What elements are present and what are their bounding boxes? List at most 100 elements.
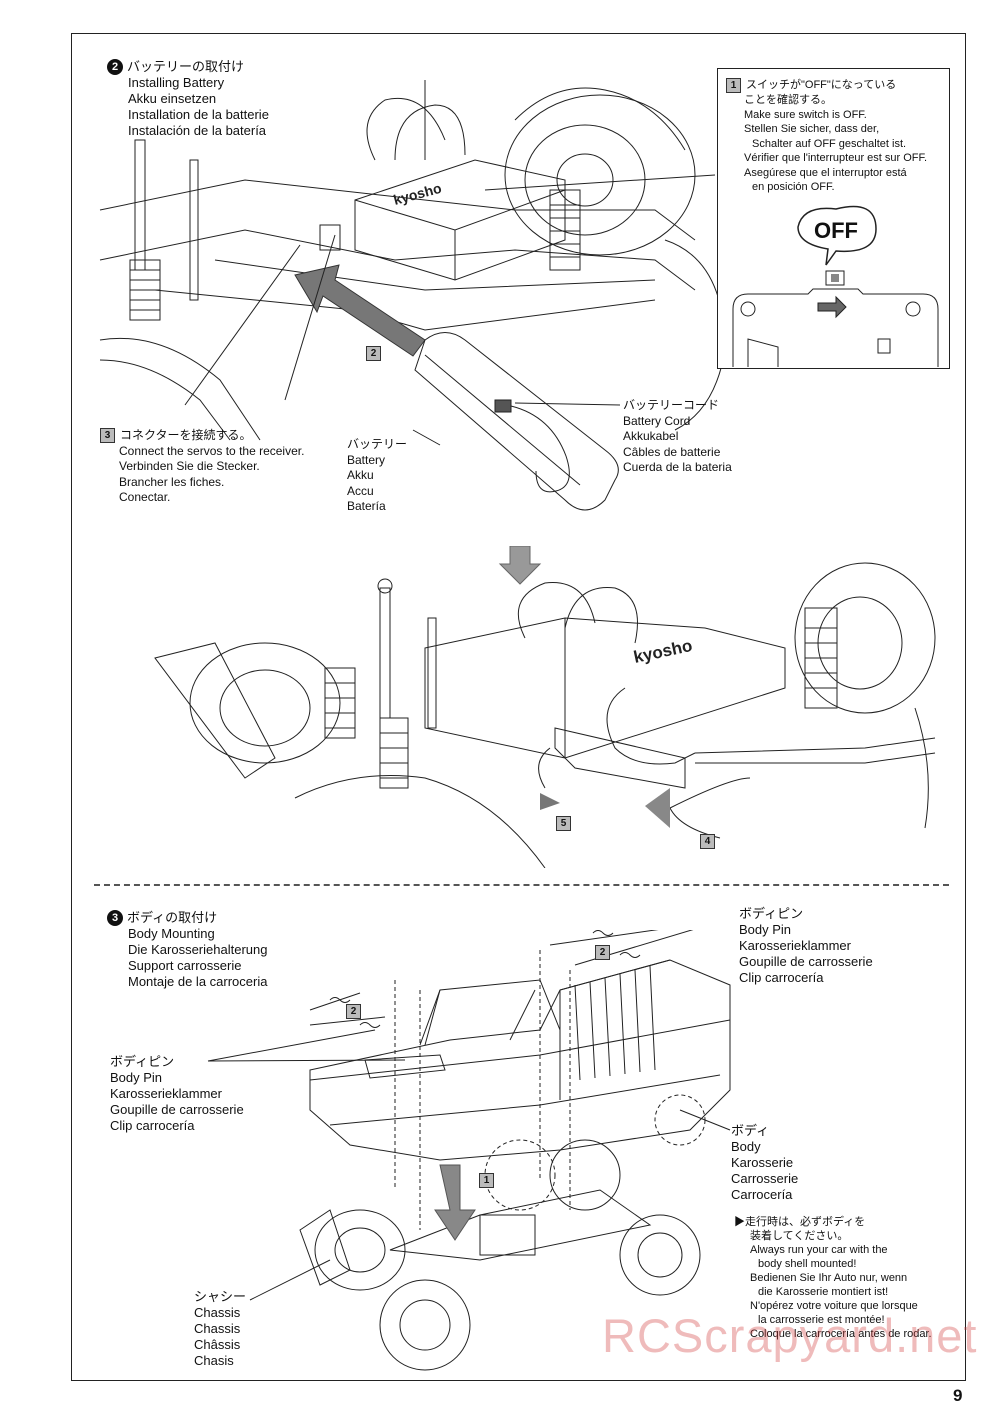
inset1-line-es2: en posición OFF. [752,181,835,193]
body-pin-right-ja: ボディピン [739,906,804,921]
body-pin-left-de: Karosserieklammer [110,1086,222,1101]
off-speech-bubble [797,205,877,266]
step3-title-en: Body Mounting [128,926,215,941]
body-pin-left-en: Body Pin [110,1070,163,1085]
callout3-fr: Brancher les fiches. [119,474,225,489]
cord-label-fr: Câbles de batterie [623,444,721,459]
chassis-label: シャシー Chassis Chassis Châssis Chasis [194,1289,246,1369]
battery-label-en: Battery [347,452,386,467]
body-label: ボディ Body Karosserie Carrosserie Carrocer… [731,1123,798,1203]
note-en1: Always run your car with the [750,1244,888,1256]
receiver-brand-text-2: kyosho [632,636,694,667]
section-divider [94,884,949,886]
body-label-en: Body [731,1139,761,1154]
battery-label-fr: Accu [347,483,374,498]
inset1-line-ja2: ことを確認する。 [744,94,832,106]
front-wheel-drawing [189,642,546,868]
chassis-label-en: Chassis [194,1305,241,1320]
step3-title-ja: ボディの取付け [127,910,218,925]
body-pin-icon [619,952,641,958]
pin-callout-left: 2 [346,1004,366,1022]
switch-arrow-icon [817,295,847,319]
step2-title-ja: バッテリーの取付け [127,59,245,74]
body-down-arrow-icon [434,1164,476,1241]
rotate-arrow-5 [538,747,551,789]
body-pin-label-left: ボディピン Body Pin Karosserieklammer Goupill… [110,1054,244,1134]
body-label-es: Carrocería [731,1187,793,1202]
body-mounting-illustration [207,930,731,1371]
rotate-arrow-4 [669,777,751,839]
body-callout-number: 1 [479,1173,494,1188]
watermark: RCScrapyard.net [602,1309,978,1362]
body-pin-right-fr: Goupille de carrosserie [739,954,873,969]
chassis-label-de: Chassis [194,1321,241,1336]
switch-drawing: OFF [732,205,939,367]
body-pin-right-es: Clip carrocería [739,970,824,985]
inset1-line-ja1: スイッチが"OFF"になっている [746,79,897,91]
body-leader-line [679,1109,731,1131]
cord-label-ja: バッテリーコード [623,398,720,412]
battery-insert-arrow [294,264,426,357]
step3-title-es: Montaje de la carroceria [128,974,268,989]
rotate-arrow-4-head [645,788,670,828]
pin-callout-right: 2 [595,945,615,963]
body-pin-right-de: Karosserieklammer [739,938,851,953]
switch-leader-line [484,174,716,191]
body-pin-icon [592,930,614,936]
chassis-leader-line [249,1259,331,1301]
note-de2: die Karosserie montiert ist! [758,1286,889,1298]
cord-label-de: Akkukabel [623,429,679,443]
step2-title-en: Installing Battery [128,75,225,90]
pin-callout-left-number: 2 [346,1004,361,1019]
body-label-fr: Carrosserie [731,1171,799,1186]
callout-2-number: 2 [366,346,381,361]
step2-title-fr: Installation de la batterie [128,107,269,122]
callout3-es: Conectar. [119,490,171,504]
battery-installed-illustration: kyosho [154,562,936,868]
chassis-drawing [99,139,726,441]
inset1-line-de2: Schalter auf OFF geschaltet ist. [752,137,907,150]
run-with-body-note: ▶走行時は、必ずボディを 装着してください。 Always run your c… [734,1215,932,1341]
battery-leader-line [412,429,441,446]
note-fr2: la carrosserie est montée! [758,1314,885,1326]
callout3-de: Verbinden Sie die Stecker. [119,459,260,473]
note-fr1: N'opérez votre voiture que lorsque [750,1300,918,1312]
battery-label-de: Akku [347,468,374,482]
inset1-line-fr: Vérifier que l'interrupteur est sur OFF. [744,152,928,164]
step2-number: 2 [107,59,123,75]
battery-cord-label: バッテリーコード Battery Cord Akkukabel Câbles d… [623,398,732,476]
body-label-ja: ボディ [731,1123,770,1138]
callout-4: 4 [700,834,720,850]
callout-3-number: 3 [100,428,115,443]
receiver-box-drawing: kyosho [319,80,566,281]
note-en2: body shell mounted! [758,1258,857,1270]
callout3-ja: コネクターを接続する。 [120,428,252,442]
note-ja1: 走行時は、必ずボディを [745,1216,866,1228]
note-es: Coloque la carrocería antes de rodar. [750,1328,932,1340]
page-number: 9 [953,1386,963,1405]
front-bumper-drawing [154,642,276,779]
chassis-box-drawing [424,617,786,759]
chassis-label-ja: シャシー [194,1289,247,1304]
truck-body-drawing [309,959,731,1211]
inset1-line-de1: Stellen Sie sicher, dass der, [744,123,880,135]
body-pin-label-right: ボディピン Body Pin Karosserieklammer Goupill… [739,906,873,986]
chassis-label-es: Chasis [194,1353,234,1368]
battery-pack-drawing [414,332,619,511]
rotate-arrow-5-head [540,793,560,810]
note-ja2: 装着してください。 [750,1230,849,1242]
pin-callout-right-number: 2 [595,945,610,960]
receiver-brand-text: kyosho [392,180,443,208]
step3-number: 3 [107,910,123,926]
step3-title-fr: Support carrosserie [128,958,242,973]
note-de1: Bedienen Sie Ihr Auto nur, wenn [750,1272,908,1284]
note-arrow-icon: ▶ [734,1216,745,1228]
rear-wheel-drawing [504,87,696,256]
connector-leader-line [284,234,336,401]
connector-leader-line-2 [184,244,301,406]
body-pin-left-ja: ボディピン [110,1054,175,1069]
off-label: OFF [814,218,858,243]
